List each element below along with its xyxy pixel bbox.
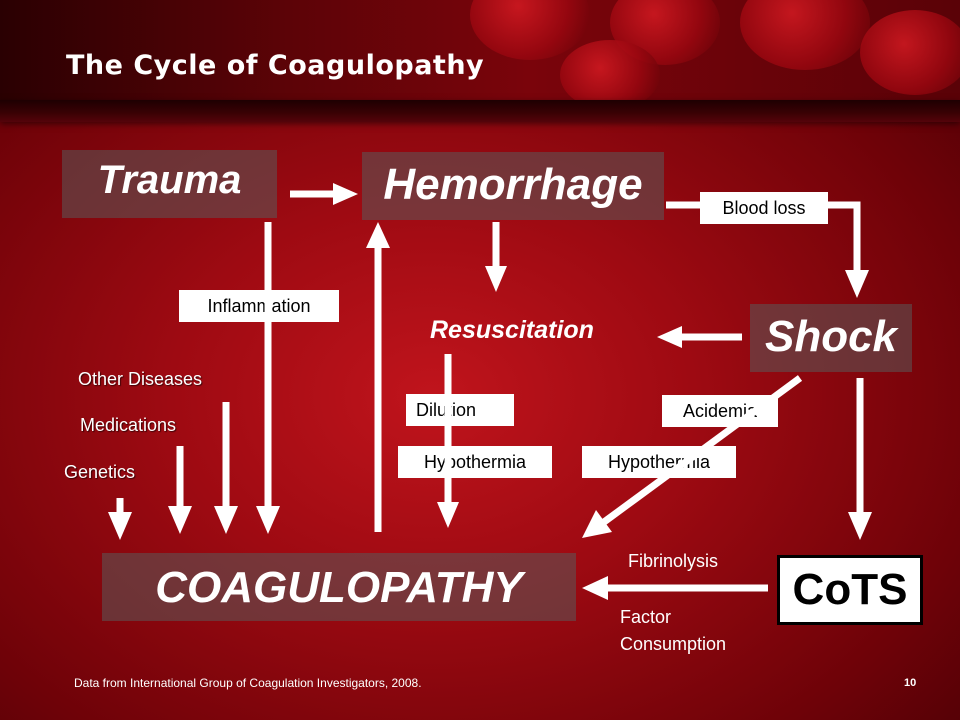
shock-box xyxy=(750,304,912,372)
arrowhead xyxy=(582,510,612,538)
header-band xyxy=(0,0,960,110)
arrowhead xyxy=(168,506,192,534)
arrowhead xyxy=(582,576,608,600)
coagulopathy-label: COAGULOPATHY xyxy=(155,563,523,612)
resuscitation-label: Resuscitation xyxy=(430,316,594,344)
blood-cell-decoration xyxy=(560,40,660,110)
arrow-shock-to-coagulopathy xyxy=(601,375,803,525)
arrowhead xyxy=(657,326,682,348)
inflammation-label: Inflammation xyxy=(179,290,339,322)
coagulopathy-box xyxy=(102,553,576,621)
arrowhead xyxy=(108,512,132,540)
arrowhead xyxy=(366,222,390,248)
header-divider xyxy=(0,100,960,122)
fibrinolysis-label: Fibrinolysis xyxy=(628,551,719,571)
trauma-box xyxy=(62,150,277,218)
factor-consumption-label-line2: Consumption xyxy=(620,634,727,654)
arrowhead xyxy=(214,506,238,534)
slide-title: The Cycle of Coagulopathy xyxy=(66,50,485,81)
arrowhead xyxy=(333,183,358,205)
blood-cell-decoration xyxy=(860,10,960,95)
shock-label: Shock xyxy=(764,312,898,361)
hemorrhage-box xyxy=(362,152,664,220)
blood-loss-label: Blood loss xyxy=(700,192,828,224)
trauma-label: Trauma xyxy=(97,158,242,202)
other-diseases-label: Other Diseases xyxy=(78,369,203,389)
genetics-label: Genetics xyxy=(64,462,136,482)
arrowhead xyxy=(845,270,869,298)
cots-box: CoTS xyxy=(777,555,923,625)
arrowhead xyxy=(848,512,872,540)
source-citation: Data from International Group of Coagula… xyxy=(74,676,422,690)
arrowhead xyxy=(256,506,280,534)
factor-consumption-label-line1: Factor xyxy=(620,607,672,627)
arrow-blood-loss-to-shock xyxy=(828,201,861,272)
page-number: 10 xyxy=(904,677,917,689)
hypothermia-shock-label: Hypothermia xyxy=(582,446,736,478)
medications-label: Medications xyxy=(80,415,177,435)
arrowhead xyxy=(485,266,507,292)
arrowhead xyxy=(437,502,459,528)
hemorrhage-label: Hemorrhage xyxy=(383,160,643,209)
